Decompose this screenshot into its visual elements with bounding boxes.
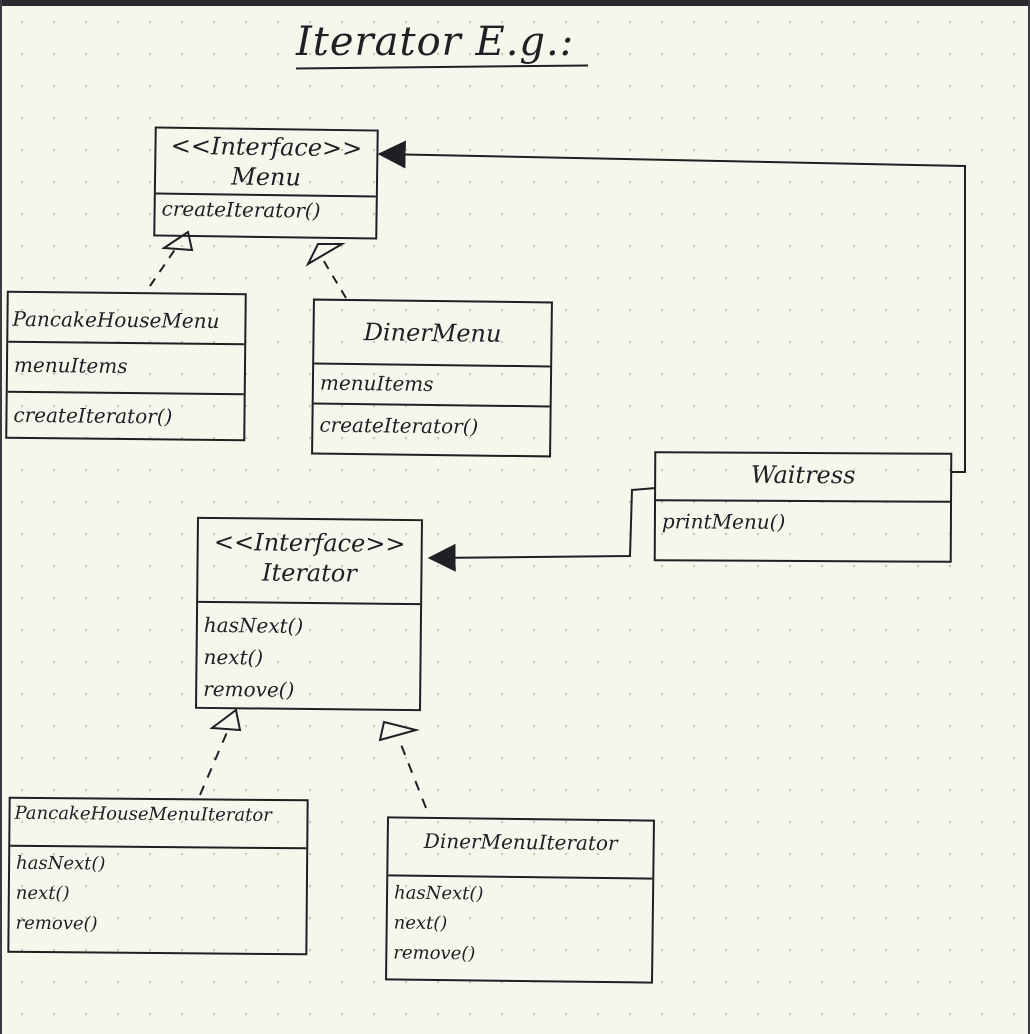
pancake-house-menu-class-name: PancakeHouseMenu — [12, 306, 220, 333]
iterator-interface-box: <<Interface>> Iterator hasNext() next() … — [195, 516, 423, 712]
waitress-header: Waitress — [656, 453, 951, 503]
pancake-menu-realization-head — [161, 230, 194, 252]
menu-class-name: Menu — [231, 162, 302, 192]
diner-menu-iterator-box: DinerMenuIterator hasNext() next() remov… — [385, 816, 655, 984]
pancake-house-menu-field: menuItems — [13, 352, 128, 379]
diner-menu-iterator-class-name: DinerMenuIterator — [423, 828, 618, 856]
diner-menu-fields: menuItems — [313, 364, 551, 408]
iterator-class-name: Iterator — [261, 558, 357, 588]
pancake-house-menu-iterator-methods: hasNext() next() remove() — [9, 847, 306, 944]
menu-stereotype: <<Interface>> — [170, 131, 363, 163]
pancake-house-menu-iterator-class-name: PancakeHouseMenuIterator — [14, 802, 272, 826]
waitress-to-iterator-association — [427, 487, 657, 572]
iterator-stereotype: <<Interface>> — [213, 528, 406, 559]
iterator-interface-header: <<Interface>> Iterator — [198, 518, 421, 606]
diner-menu-methods: createIterator() — [313, 405, 549, 443]
diner-menu-class-name: DinerMenu — [363, 318, 502, 348]
menu-interface-box: <<Interface>> Menu createIterator() — [153, 126, 379, 240]
waitress-to-menu-association — [377, 140, 966, 473]
pancake-house-menu-iterator-method: next() — [15, 882, 70, 905]
diner-menu-method: createIterator() — [319, 412, 479, 439]
iterator-method: hasNext() — [203, 612, 304, 638]
menu-method: createIterator() — [161, 196, 321, 223]
pancake-house-menu-iterator-method: hasNext() — [16, 852, 106, 875]
pancake-menu-realization-line — [149, 244, 179, 287]
pancake-iterator-realization-line — [199, 729, 229, 796]
menu-methods: createIterator() — [155, 194, 375, 226]
diner-menu-realization-head — [305, 243, 346, 267]
diner-iterator-realization-line — [399, 741, 427, 809]
diner-iterator-realization-head — [378, 720, 420, 742]
iterator-method: next() — [203, 644, 264, 670]
waitress-class-name: Waitress — [750, 460, 856, 490]
iterator-methods: hasNext() next() remove() — [197, 603, 420, 709]
menu-interface-header: <<Interface>> Menu — [155, 128, 377, 198]
iterator-method: remove() — [203, 676, 295, 702]
waitress-box: Waitress printMenu() — [653, 451, 953, 563]
page-title: Iterator E.g.: — [296, 19, 575, 65]
pancake-house-menu-box: PancakeHouseMenu menuItems createIterato… — [5, 290, 247, 442]
pancake-house-menu-method: createIterator() — [13, 402, 173, 429]
window-top-bar — [0, 0, 1030, 6]
diner-menu-iterator-method: remove() — [393, 942, 476, 965]
pancake-house-menu-iterator-box: PancakeHouseMenuIterator hasNext() next(… — [7, 796, 309, 956]
pancake-house-menu-iterator-header: PancakeHouseMenuIterator — [10, 798, 307, 850]
diner-menu-header: DinerMenu — [314, 300, 551, 368]
diner-menu-field: menuItems — [319, 370, 434, 397]
pancake-house-menu-header: PancakeHouseMenu — [8, 292, 245, 346]
pancake-house-menu-fields: menuItems — [7, 342, 245, 396]
waitress-method: printMenu() — [661, 509, 786, 534]
diner-menu-iterator-header: DinerMenuIterator — [388, 818, 653, 880]
window-left-border — [0, 0, 2, 1034]
diner-menu-iterator-method: hasNext() — [393, 882, 484, 905]
diner-menu-iterator-method: next() — [393, 912, 448, 935]
pancake-house-menu-methods: createIterator() — [7, 393, 243, 432]
pancake-house-menu-iterator-method: remove() — [15, 912, 98, 935]
diner-menu-realization-line — [321, 257, 347, 299]
pancake-iterator-realization-head — [209, 708, 242, 732]
diner-menu-iterator-methods: hasNext() next() remove() — [387, 876, 652, 973]
waitress-methods: printMenu() — [656, 501, 950, 538]
window-right-border — [1028, 0, 1030, 1034]
diner-menu-box: DinerMenu menuItems createIterator() — [311, 298, 553, 458]
